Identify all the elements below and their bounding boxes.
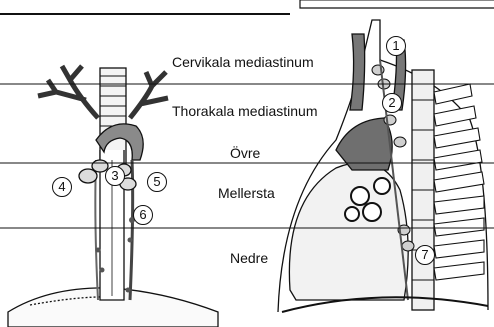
left-vessel-branches bbox=[38, 66, 98, 118]
node-marker-5: 5 bbox=[147, 172, 167, 192]
region-label-thoracic: Thorakala mediastinum bbox=[170, 103, 320, 119]
region-label-cervical: Cervikala mediastinum bbox=[170, 54, 316, 70]
node-marker-7: 7 bbox=[415, 245, 435, 265]
node-marker-4: 4 bbox=[52, 177, 72, 197]
neck-vessels bbox=[350, 34, 365, 110]
region-label-upper: Övre bbox=[228, 145, 262, 161]
region-label-middle: Mellersta bbox=[216, 185, 277, 201]
node-marker-1: 1 bbox=[386, 36, 406, 56]
header-box-edge bbox=[300, 0, 494, 8]
ribs bbox=[434, 84, 484, 280]
node-marker-2: 2 bbox=[382, 93, 402, 113]
node-marker-6: 6 bbox=[133, 205, 153, 225]
region-label-lower: Nedre bbox=[228, 250, 270, 266]
node-marker-3: 3 bbox=[105, 166, 125, 186]
